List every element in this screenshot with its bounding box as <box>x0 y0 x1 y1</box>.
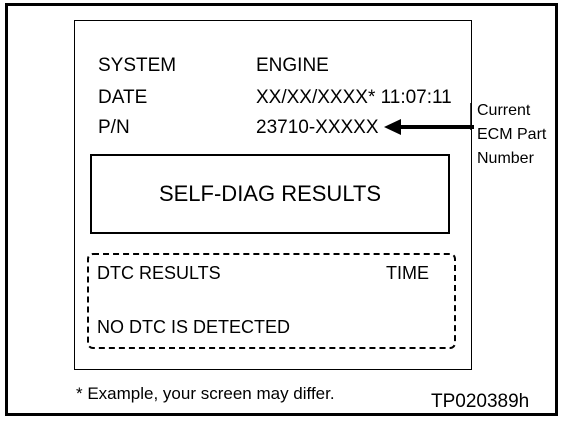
system-value: ENGINE <box>256 55 329 76</box>
callout-arrow-head <box>384 119 401 135</box>
callout-line-1: Current <box>477 102 531 119</box>
system-label: SYSTEM <box>98 55 177 76</box>
time-header: TIME <box>386 263 429 283</box>
consult-screen <box>74 20 472 370</box>
part-number-label: P/N <box>98 117 130 138</box>
dtc-results-header: DTC RESULTS <box>97 263 221 283</box>
self-diag-results-box: SELF-DIAG RESULTS <box>90 154 450 234</box>
date-value: XX/XX/XXXX* 11:07:11 <box>256 87 452 108</box>
date-label: DATE <box>98 87 148 108</box>
callout-line-2: ECM Part <box>477 126 547 143</box>
no-dtc-message: NO DTC IS DETECTED <box>97 317 291 337</box>
dtc-results-box <box>87 253 456 349</box>
part-number-value: 23710-XXXXX <box>256 117 379 138</box>
figure-frame <box>5 3 558 416</box>
self-diag-results-title: SELF-DIAG RESULTS <box>158 181 382 206</box>
example-note: * Example, your screen may differ. <box>76 384 335 403</box>
figure-id: TP020389h <box>431 391 530 412</box>
callout-line-3: Number <box>477 150 534 167</box>
